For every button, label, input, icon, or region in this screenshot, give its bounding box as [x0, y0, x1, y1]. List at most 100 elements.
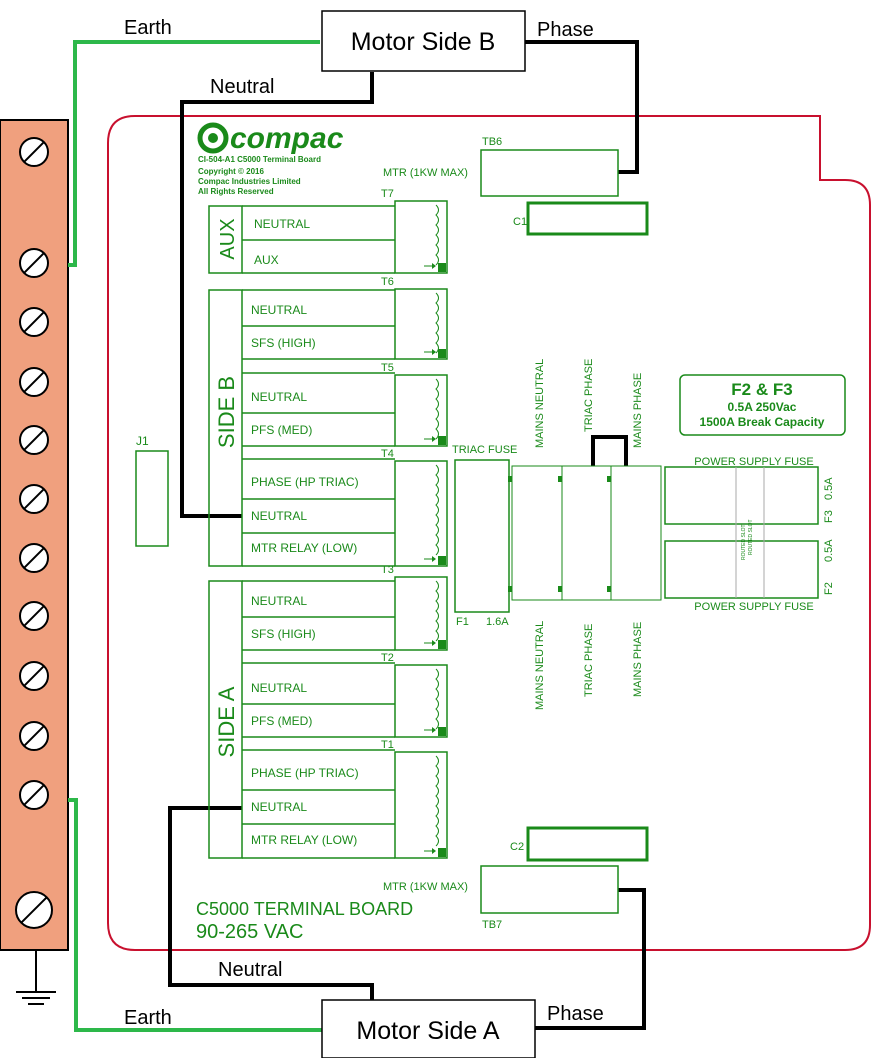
- motor-side-a-label: Motor Side A: [356, 1017, 499, 1045]
- terminal-screw: [19, 425, 49, 455]
- neutral-label-top: Neutral: [210, 76, 274, 98]
- fuse-info-capacity: 1500A Break Capacity: [700, 415, 825, 429]
- mains-phase-bottom: MAINS PHASE: [632, 622, 644, 697]
- row-label-a-t1-neutral: NEUTRAL: [251, 800, 307, 814]
- terminal-label-t6: T6: [381, 276, 394, 288]
- f2-label: F2: [823, 582, 835, 595]
- board-title: C5000 TERMINAL BOARD: [196, 899, 413, 919]
- c1-label: C1: [513, 216, 527, 228]
- j1-box: [135, 450, 169, 547]
- earth-wire-bottom: [68, 798, 322, 1032]
- motor-side-a-box: [321, 999, 536, 1058]
- terminal-block-t2: T2: [381, 652, 448, 738]
- mains-neutral-bottom: MAINS NEUTRAL: [534, 621, 546, 710]
- c1-box: [526, 201, 649, 236]
- row-label-b-t6-neutral: NEUTRAL: [251, 303, 307, 317]
- f1-label: F1: [456, 616, 469, 628]
- row-label-a-t3-sfs: SFS (HIGH): [251, 627, 316, 641]
- terminal-screw: [19, 543, 49, 573]
- terminal-screw: [19, 367, 49, 397]
- mtr-bottom-label: MTR (1KW MAX): [383, 881, 468, 893]
- mains-neutral-top: MAINS NEUTRAL: [534, 359, 546, 448]
- routed-slot-a: ROUTED SLOT: [741, 524, 747, 560]
- terminal-label-t1: T1: [381, 739, 394, 751]
- side-b-group-label: SIDE B: [214, 376, 239, 448]
- c2-label: C2: [510, 841, 524, 853]
- terminal-block-t1: T1: [381, 739, 448, 859]
- earth-label-bottom: Earth: [124, 1007, 172, 1029]
- terminal-label-t5: T5: [381, 362, 394, 374]
- aux-group-label: AUX: [217, 218, 239, 259]
- logo-rights: All Rights Reserved: [198, 187, 274, 196]
- earth-label-top: Earth: [124, 17, 172, 39]
- row-label-b-t5-neutral: NEUTRAL: [251, 390, 307, 404]
- phase-wire-top: [525, 40, 639, 174]
- fuse-info-box: [679, 374, 846, 436]
- triac-phase-top: TRIAC PHASE: [583, 359, 595, 432]
- side-a-group: [208, 580, 243, 859]
- terminal-screw: [19, 307, 49, 337]
- logo-part: CI-504-A1 C5000 Terminal Board: [198, 155, 321, 164]
- row-label-aux-aux: AUX: [254, 253, 279, 267]
- f2-fuse-box: [664, 540, 819, 599]
- terminal-label-t3: T3: [381, 564, 394, 576]
- tb7-box: [480, 865, 619, 914]
- terminal-screw: [19, 601, 49, 631]
- row-label-b-t6-sfs: SFS (HIGH): [251, 336, 316, 350]
- motor-side-b-label: Motor Side B: [351, 28, 496, 56]
- row-label-b-t5-pfs: PFS (MED): [251, 423, 312, 437]
- terminal-block-t7: T7: [381, 188, 448, 274]
- terminal-label-t2: T2: [381, 652, 394, 664]
- phase-wire-bottom: [535, 888, 646, 1030]
- terminal-strip: [0, 119, 69, 1005]
- terminal-screw: [19, 780, 49, 810]
- mains-block: [511, 465, 662, 601]
- side-b-group: [208, 289, 243, 567]
- tb6-label: TB6: [482, 136, 502, 148]
- board-voltage: 90-265 VAC: [196, 921, 303, 943]
- neutral-wire-top: [180, 72, 374, 518]
- terminal-screw: [19, 661, 49, 691]
- f3-fuse-box: [664, 466, 819, 525]
- side-a-group-label: SIDE A: [214, 686, 239, 757]
- row-label-b-t4-phase: PHASE (HP TRIAC): [251, 475, 359, 489]
- neutral-wire-bottom: [168, 806, 374, 1002]
- board-outline: [107, 115, 871, 951]
- fuse-info-title: F2 & F3: [731, 380, 792, 399]
- terminal-block-t6: T6: [381, 276, 448, 360]
- terminal-screw: [19, 484, 49, 514]
- row-label-aux-neutral: NEUTRAL: [254, 217, 310, 231]
- j1-label: J1: [136, 434, 149, 448]
- triac-jumper: [591, 435, 628, 466]
- row-label-a-t2-pfs: PFS (MED): [251, 714, 312, 728]
- power-fuse-label-bottom: POWER SUPPLY FUSE: [694, 601, 813, 613]
- terminal-block-t5: T5: [381, 362, 448, 447]
- row-label-b-t4-relay: MTR RELAY (LOW): [251, 541, 357, 555]
- row-label-b-t4-neutral: NEUTRAL: [251, 509, 307, 523]
- tb6-box: [480, 149, 619, 197]
- terminal-label-t7: T7: [381, 188, 394, 200]
- phase-label-top: Phase: [537, 19, 594, 41]
- terminal-block-t4: T4: [381, 448, 448, 567]
- row-label-a-t1-relay: MTR RELAY (LOW): [251, 833, 357, 847]
- logo-copyright: Copyright © 2016: [198, 167, 264, 176]
- terminal-block-t3: T3: [381, 564, 448, 651]
- row-label-a-t2-neutral: NEUTRAL: [251, 681, 307, 695]
- compac-logo: compac: [197, 122, 344, 155]
- mains-phase-top: MAINS PHASE: [632, 373, 644, 448]
- fuse-info-rating: 0.5A 250Vac: [728, 400, 797, 414]
- routed-slot-b: ROUTED SLOT: [748, 519, 754, 555]
- logo-brand: compac: [230, 122, 344, 155]
- terminal-screw: [15, 891, 53, 929]
- mtr-top-label: MTR (1KW MAX): [383, 167, 468, 179]
- f2-rating: 0.5A: [823, 539, 835, 562]
- logo-company: Compac Industries Limited: [198, 177, 301, 186]
- c2-box: [526, 826, 649, 862]
- terminal-screw: [19, 137, 49, 167]
- triac-phase-bottom: TRIAC PHASE: [583, 624, 595, 697]
- f1-rating: 1.6A: [486, 616, 509, 628]
- f3-label: F3: [823, 510, 835, 523]
- triac-fuse-box: [454, 459, 510, 613]
- terminal-screw: [19, 248, 49, 278]
